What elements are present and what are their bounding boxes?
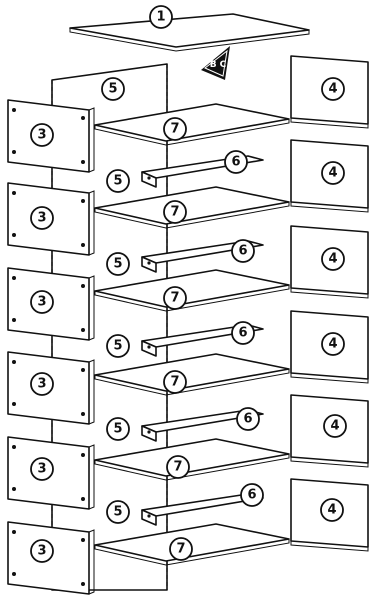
callout-7: 7 bbox=[163, 117, 187, 141]
tier-5: 6 7 3 4 bbox=[7, 394, 369, 510]
drawer-bottom: 7 bbox=[94, 523, 290, 566]
callout-7: 7 bbox=[163, 370, 187, 394]
callout-6: 6 bbox=[236, 407, 260, 431]
svg-text:4: 4 bbox=[330, 419, 339, 434]
callout-5: 5 bbox=[106, 169, 130, 193]
rail: 6 bbox=[141, 407, 264, 442]
drawer-front: 4 bbox=[290, 139, 369, 213]
callout-4: 4 bbox=[323, 414, 347, 438]
callout-5: 5 bbox=[106, 252, 130, 276]
svg-text:7: 7 bbox=[176, 542, 185, 557]
callout-4: 4 bbox=[321, 77, 345, 101]
callout-5: 5 bbox=[106, 334, 130, 358]
drawer-front: 4 bbox=[290, 225, 369, 299]
svg-text:4: 4 bbox=[328, 82, 337, 97]
svg-text:3: 3 bbox=[37, 211, 46, 226]
drawer-bottom: 7 bbox=[94, 186, 290, 229]
drawer-front: 4 bbox=[290, 478, 369, 552]
svg-text:5: 5 bbox=[108, 82, 117, 97]
callout-3: 3 bbox=[30, 372, 54, 396]
drawer-front: 4 bbox=[290, 55, 369, 129]
side-panel: 3 bbox=[7, 99, 95, 173]
svg-text:7: 7 bbox=[170, 122, 179, 137]
warning-label: B C bbox=[201, 46, 230, 80]
svg-text:3: 3 bbox=[37, 462, 46, 477]
drawer-bottom: 7 bbox=[94, 353, 290, 396]
callout-6: 6 bbox=[231, 239, 255, 263]
callout-5: 5 bbox=[101, 77, 125, 101]
svg-text:6: 6 bbox=[238, 326, 247, 341]
side-panel: 3 bbox=[7, 436, 95, 510]
rail: 6 bbox=[141, 239, 264, 273]
svg-text:4: 4 bbox=[327, 503, 336, 518]
callout-6: 6 bbox=[240, 483, 264, 507]
svg-text:6: 6 bbox=[243, 412, 252, 427]
callout-5: 5 bbox=[106, 417, 130, 441]
drawer-bottom: 7 bbox=[94, 438, 290, 481]
callout-6: 6 bbox=[231, 321, 255, 345]
drawer-front: 4 bbox=[290, 310, 369, 384]
svg-text:B C: B C bbox=[210, 60, 227, 70]
svg-text:7: 7 bbox=[170, 375, 179, 390]
svg-text:3: 3 bbox=[37, 544, 46, 559]
callout-3: 3 bbox=[30, 206, 54, 230]
callout-6: 6 bbox=[224, 150, 248, 174]
callout-4: 4 bbox=[320, 498, 344, 522]
rail: 6 bbox=[141, 483, 264, 526]
svg-text:5: 5 bbox=[113, 339, 122, 354]
svg-text:5: 5 bbox=[113, 174, 122, 189]
side-panel: 3 bbox=[7, 182, 95, 256]
side-panel: 3 bbox=[7, 521, 95, 595]
svg-text:4: 4 bbox=[328, 166, 337, 181]
svg-text:7: 7 bbox=[173, 460, 182, 475]
callout-7: 7 bbox=[163, 286, 187, 310]
callout-3: 3 bbox=[30, 290, 54, 314]
tier-4: 6 7 3 4 bbox=[7, 310, 369, 425]
svg-text:3: 3 bbox=[37, 128, 46, 143]
callout-4: 4 bbox=[321, 247, 345, 271]
drawer-front: 4 bbox=[290, 394, 369, 468]
svg-text:4: 4 bbox=[328, 252, 337, 267]
svg-text:3: 3 bbox=[37, 295, 46, 310]
tier-1: 7 3 4 bbox=[7, 55, 369, 173]
rail: 6 bbox=[141, 150, 264, 188]
svg-text:7: 7 bbox=[170, 291, 179, 306]
svg-text:4: 4 bbox=[328, 337, 337, 352]
tier-6: 6 7 3 4 bbox=[7, 478, 369, 595]
drawer-bottom: 7 bbox=[94, 103, 290, 146]
callout-4: 4 bbox=[321, 332, 345, 356]
svg-text:3: 3 bbox=[37, 377, 46, 392]
callout-7: 7 bbox=[163, 200, 187, 224]
callout-5: 5 bbox=[106, 500, 130, 524]
svg-text:6: 6 bbox=[247, 488, 256, 503]
drawer-bottom: 7 bbox=[94, 269, 290, 312]
svg-text:6: 6 bbox=[231, 155, 240, 170]
tier-2: 6 7 3 4 bbox=[7, 139, 369, 256]
rail: 6 bbox=[141, 321, 264, 357]
callout-7: 7 bbox=[166, 455, 190, 479]
callout-3: 3 bbox=[30, 457, 54, 481]
callout-3: 3 bbox=[30, 123, 54, 147]
svg-text:5: 5 bbox=[113, 422, 122, 437]
callout-4: 4 bbox=[321, 161, 345, 185]
callout-7: 7 bbox=[169, 537, 193, 561]
side-panel: 3 bbox=[7, 351, 95, 425]
callout-3: 3 bbox=[30, 539, 54, 563]
top-panel: 1 bbox=[69, 5, 310, 52]
svg-text:7: 7 bbox=[170, 205, 179, 220]
callout-1: 1 bbox=[149, 5, 173, 29]
tier-3: 6 7 3 4 bbox=[7, 225, 369, 341]
svg-text:1: 1 bbox=[156, 10, 165, 25]
svg-text:5: 5 bbox=[113, 257, 122, 272]
svg-text:6: 6 bbox=[238, 244, 247, 259]
svg-text:5: 5 bbox=[113, 505, 122, 520]
side-panel: 3 bbox=[7, 267, 95, 341]
